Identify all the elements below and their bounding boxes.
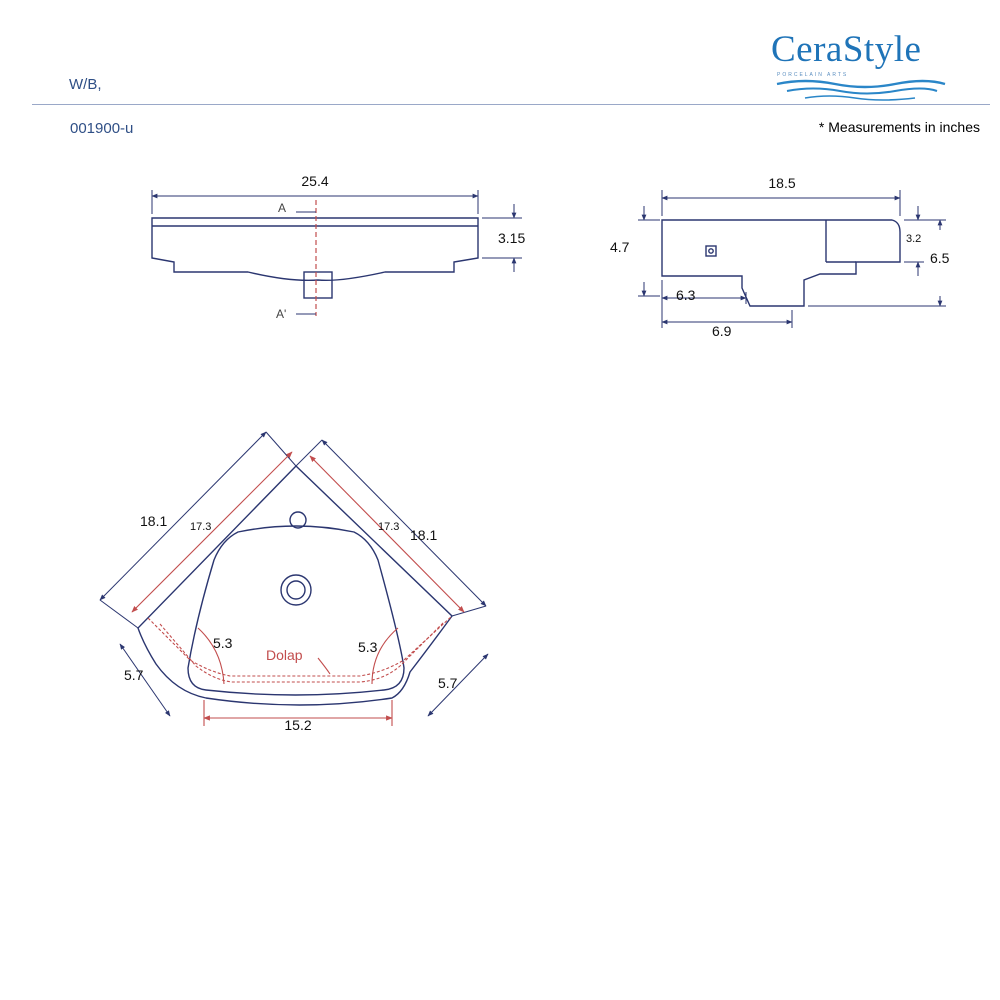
front-height-label: 3.15 (498, 230, 525, 246)
side-depth-label: 18.5 (768, 175, 795, 191)
left-side-label: 18.1 (140, 513, 167, 529)
front-width-label: 25.4 (301, 173, 328, 189)
drain-width-label: 6.9 (712, 323, 732, 339)
right-front-label: 5.7 (438, 675, 458, 691)
drain-offset-label: 6.3 (676, 287, 696, 303)
total-height-label: 6.5 (930, 250, 950, 266)
cabinet-outline (131, 451, 465, 726)
right-inner-label: 17.3 (378, 521, 399, 533)
side-height-label: 4.7 (610, 239, 630, 255)
side-view (638, 190, 946, 328)
left-front-label: 5.7 (124, 667, 144, 683)
left-inner-label: 17.3 (190, 521, 211, 533)
section-a-prime-label: A' (276, 307, 286, 321)
rim-height-label: 3.2 (906, 233, 921, 245)
left-radius-label: 5.3 (213, 635, 233, 651)
front-width-bottom-label: 15.2 (284, 717, 311, 733)
right-side-label: 18.1 (410, 527, 437, 543)
brand-logo: CeraStyle PORCELAIN ARTS (765, 24, 955, 104)
logo-waves-icon (776, 79, 946, 101)
product-code: 001900-u (70, 120, 134, 137)
top-view (99, 431, 489, 717)
header-divider (32, 104, 990, 105)
right-radius-label: 5.3 (358, 639, 378, 655)
section-a-label: A (278, 201, 286, 215)
front-view (151, 190, 522, 316)
logo-tagline: PORCELAIN ARTS (777, 72, 849, 78)
measurement-note: * Measurements in inches (818, 119, 980, 135)
logo-wordmark: CeraStyle (771, 29, 922, 70)
cabinet-label: Dolap (266, 647, 303, 663)
model-line: W/B, (69, 76, 102, 93)
